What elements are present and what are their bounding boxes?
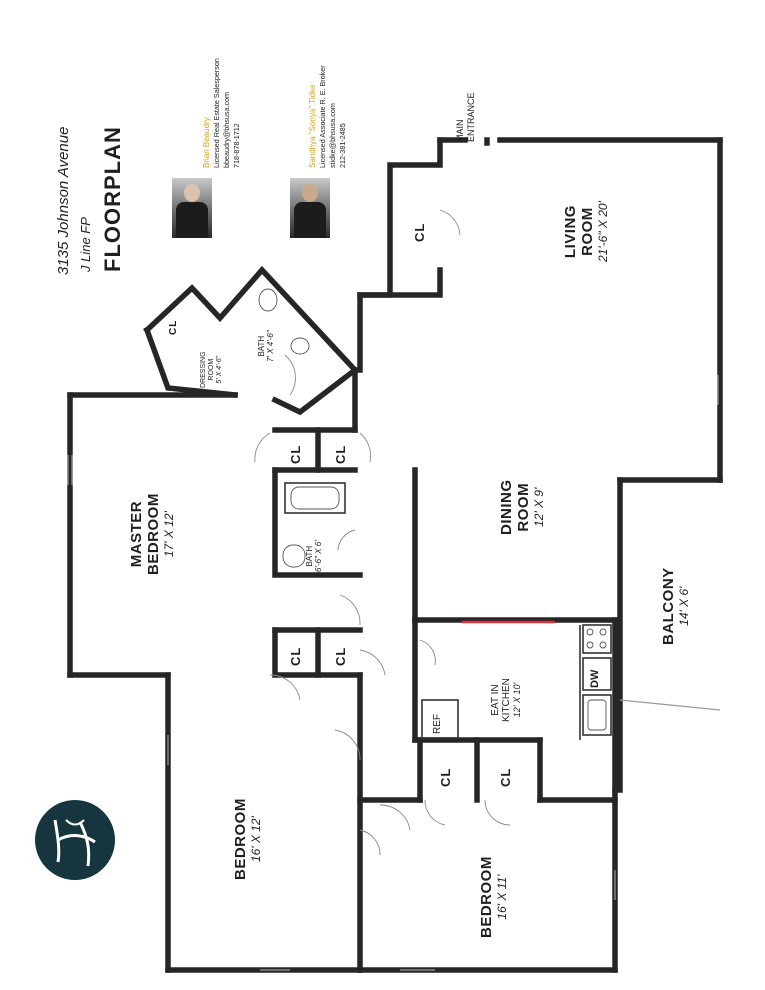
main-entrance-line-1: MAIN: [455, 119, 465, 143]
closet-label: CL: [498, 767, 513, 787]
company-logo-icon: [35, 800, 115, 880]
room-name: ROOM: [515, 482, 532, 532]
main-entrance-line-2: ENTRANCE: [466, 92, 476, 142]
closet-label: CL: [168, 319, 179, 335]
agent-photo: [172, 178, 212, 238]
room-name: DINING: [498, 479, 515, 536]
fixtures: [258, 288, 612, 740]
balcony-label: BALCONY 14' X 6': [660, 567, 691, 645]
agent-phone[interactable]: 212-381-2485: [338, 123, 347, 168]
room-dimensions: 12' X 9': [532, 487, 546, 527]
room-dimensions: 6'-6" X 6': [314, 540, 323, 572]
address: 3135 Johnson Avenue: [55, 126, 72, 275]
room-dimensions: 12' X 10': [512, 682, 522, 718]
closet-label: CL: [288, 444, 303, 464]
windows: [67, 375, 721, 971]
agent-name: Sandhya "Sonya" Tidke: [308, 84, 317, 168]
refrigerator-label: REF: [432, 714, 443, 734]
room-name: LIVING: [562, 205, 579, 259]
room-name: BEDROOM: [478, 856, 495, 938]
closet-label: CL: [333, 444, 348, 464]
master-bedroom-label: MASTER BEDROOM 17' X 12': [128, 493, 176, 575]
room-name: BEDROOM: [232, 798, 249, 880]
room-name: DRESSING: [200, 351, 207, 388]
room-name: ROOM: [208, 358, 215, 381]
agent-photo: [290, 178, 330, 238]
page-title: FLOORPLAN: [100, 126, 125, 272]
room-dimensions: 5' X 4'-6": [216, 355, 223, 384]
agent-role: Licensed Real Estate Salesperson: [212, 58, 221, 168]
room-name: BATH: [305, 545, 314, 567]
room-dimensions: 17' X 12': [162, 511, 176, 558]
closet-label: CL: [288, 646, 303, 666]
closet-label: CL: [333, 646, 348, 666]
dishwasher-label: DW: [589, 669, 601, 688]
room-name: MASTER: [128, 500, 145, 568]
closet-label: CL: [412, 222, 427, 242]
agent-card-2: Sandhya "Sonya" Tidke Licensed Associate…: [308, 65, 348, 168]
living-room-label: LIVING ROOM 21'-6" X 20': [562, 201, 610, 262]
room-dimensions: 14' X 6': [677, 586, 691, 626]
main-entrance-label: MAIN ENTRANCE: [455, 92, 477, 142]
room-name: EAT IN: [490, 684, 501, 716]
room-dimensions: 16' X 12': [249, 816, 263, 863]
doors: [254, 209, 511, 856]
room-name: BALCONY: [660, 567, 677, 645]
room-dimensions: 7' X 4'-6": [266, 330, 275, 362]
bedroom-left-label: BEDROOM 16' X 12': [232, 798, 263, 880]
kitchen-label: EAT IN KITCHEN 12' X 10': [490, 678, 523, 722]
bath-lower-label: BATH 6'-6" X 6': [305, 540, 323, 572]
room-name: BATH: [257, 335, 266, 357]
bath-upper-label: BATH 7' X 4'-6": [257, 330, 275, 362]
bedroom-right-label: BEDROOM 16' X 11': [478, 856, 509, 938]
unit-line: J Line FP: [78, 217, 93, 272]
dining-room-label: DINING ROOM 12' X 9': [498, 480, 546, 536]
room-dimensions: 21'-6" X 20': [596, 201, 610, 262]
agent-phone[interactable]: 718-878-1712: [232, 123, 241, 168]
agent-email[interactable]: stidke@bhsusa.com: [328, 103, 337, 168]
agent-card-1: Brian Beaudry Licensed Real Estate Sales…: [202, 58, 242, 168]
room-dimensions: 16' X 11': [495, 874, 509, 920]
room-name: ROOM: [579, 207, 596, 256]
agent-role: Licensed Associate R. E. Broker: [318, 65, 327, 168]
room-name: KITCHEN: [501, 678, 512, 722]
room-name: BEDROOM: [145, 493, 162, 575]
agent-name: Brian Beaudry: [202, 117, 211, 168]
agent-email[interactable]: bbeaudry@bhsusa.com: [222, 91, 231, 168]
closet-label: CL: [438, 767, 453, 787]
dressing-room-label: DRESSING ROOM 5' X 4'-6": [200, 351, 224, 388]
